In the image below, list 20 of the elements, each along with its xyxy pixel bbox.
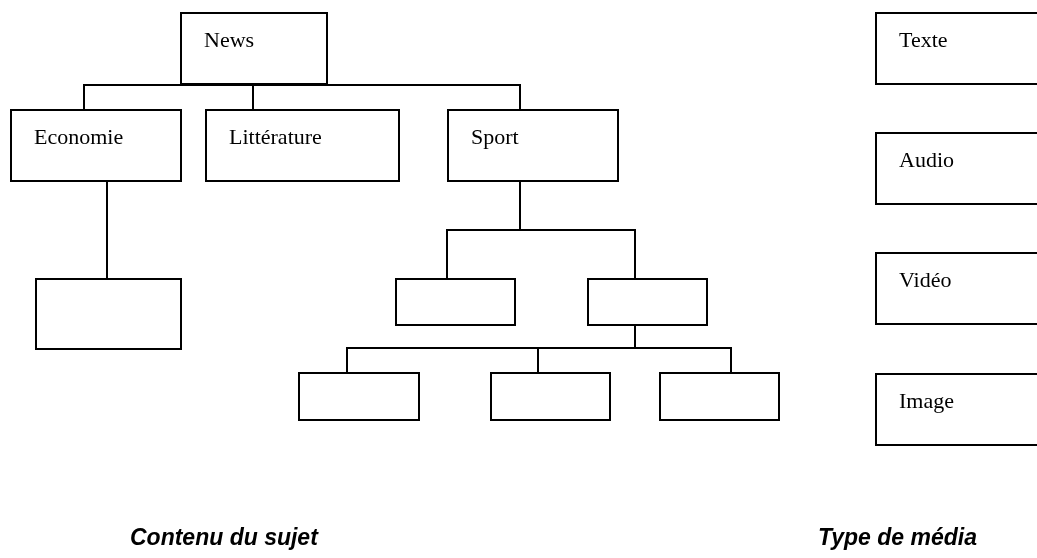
- category-box: Vidéo: [875, 252, 1037, 325]
- empty-box: [395, 278, 516, 326]
- empty-box: [587, 278, 708, 326]
- category-box: Littérature: [205, 109, 400, 182]
- category-box: Image: [875, 373, 1037, 446]
- connector-line: [106, 181, 108, 279]
- empty-box: [490, 372, 611, 421]
- connector-line: [634, 325, 732, 373]
- category-box: Sport: [447, 109, 619, 182]
- category-box: Texte: [875, 12, 1037, 85]
- connector-line: [519, 181, 636, 279]
- empty-box: [298, 372, 420, 421]
- empty-box: [35, 278, 182, 350]
- empty-box: [659, 372, 780, 421]
- caption: Contenu du sujet: [130, 523, 318, 552]
- connector-line: [252, 84, 255, 110]
- category-box: Audio: [875, 132, 1037, 205]
- category-box: Economie: [10, 109, 182, 182]
- category-box: News: [180, 12, 328, 85]
- caption: Type de média: [818, 523, 977, 552]
